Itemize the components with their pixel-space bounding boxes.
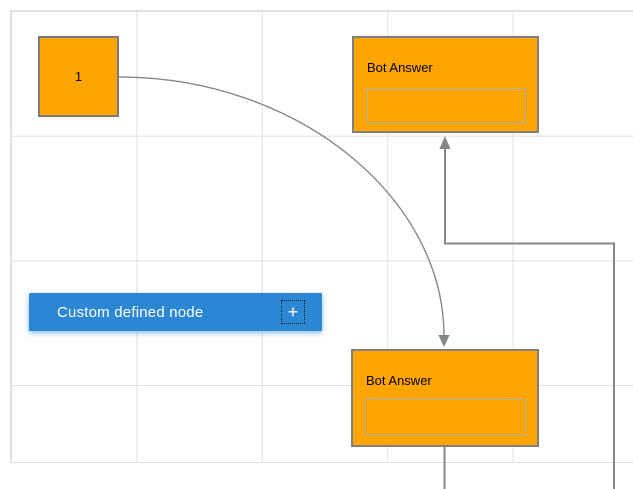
add-button[interactable]: + [281, 300, 305, 324]
bot-answer-title: Bot Answer [366, 373, 432, 388]
bot-answer-title: Bot Answer [367, 60, 433, 75]
plus-icon: + [287, 302, 299, 322]
bot-answer-input-box[interactable] [366, 88, 526, 123]
number-node[interactable]: 1 [38, 36, 119, 117]
bot-answer-node-bottom[interactable]: Bot Answer [351, 349, 539, 447]
custom-defined-node[interactable]: Custom defined node + [29, 293, 322, 331]
number-node-label: 1 [74, 69, 83, 84]
custom-node-label: Custom defined node [57, 303, 204, 321]
bot-answer-node-top[interactable]: Bot Answer [352, 36, 539, 133]
bot-answer-input-box[interactable] [365, 399, 525, 435]
